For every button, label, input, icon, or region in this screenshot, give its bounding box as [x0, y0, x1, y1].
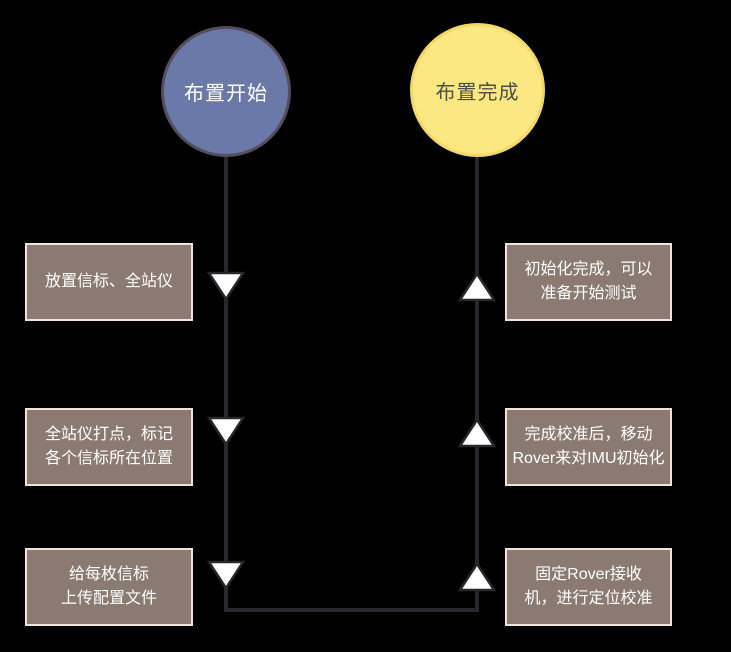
start-node-label: 布置开始: [184, 83, 268, 105]
step-box-total-station-marking[interactable]: 全站仪打点，标记 各个信标所在位置: [25, 408, 193, 486]
left-flow-line: [224, 156, 228, 612]
up-arrow-icon: [458, 272, 496, 302]
bottom-connector-line: [224, 608, 479, 612]
down-arrow-icon: [207, 271, 245, 301]
step-label: 固定Rover接收 机，进行定位校准: [524, 566, 653, 607]
step-box-place-beacons[interactable]: 放置信标、全站仪: [25, 243, 193, 321]
up-arrow-icon: [458, 562, 496, 592]
step-label: 给每枚信标 上传配置文件: [60, 566, 157, 607]
step-box-fix-rover[interactable]: 固定Rover接收 机，进行定位校准: [505, 548, 672, 626]
end-node[interactable]: 布置完成: [410, 23, 545, 157]
right-flow-line: [475, 155, 479, 612]
up-arrow-icon: [458, 418, 496, 448]
step-label: 初始化完成，可以 准备开始测试: [524, 261, 653, 302]
step-box-init-complete[interactable]: 初始化完成，可以 准备开始测试: [505, 243, 672, 321]
down-arrow-icon: [207, 416, 245, 446]
down-arrow-icon: [207, 560, 245, 590]
start-node[interactable]: 布置开始: [161, 26, 291, 157]
step-label: 全站仪打点，标记 各个信标所在位置: [44, 426, 173, 467]
step-label: 完成校准后，移动 Rover来对IMU初始化: [512, 426, 665, 467]
end-node-label: 布置完成: [435, 81, 520, 104]
step-box-upload-config[interactable]: 给每枚信标 上传配置文件: [25, 548, 193, 626]
step-box-imu-init[interactable]: 完成校准后，移动 Rover来对IMU初始化: [505, 408, 672, 486]
step-label: 放置信标、全站仪: [44, 273, 173, 290]
